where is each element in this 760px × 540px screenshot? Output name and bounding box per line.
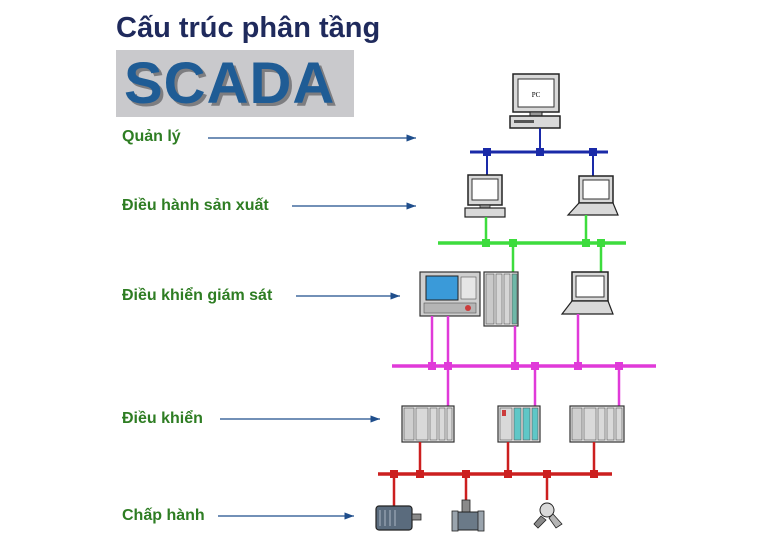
sensor-icon	[533, 502, 563, 529]
level-label-field: Chấp hành	[122, 507, 205, 524]
scada-logo: SCADA	[124, 51, 336, 116]
operator-panel-icon	[419, 271, 481, 317]
page-title: Cấu trúc phân tầng	[116, 12, 381, 44]
motor-icon	[375, 505, 422, 531]
pc-label: PC	[532, 91, 541, 99]
scada-logo-background	[116, 50, 354, 117]
level-label-control: Điều khiển	[122, 410, 203, 427]
pc-workstation-icon: PC	[509, 73, 561, 129]
plc-rack-icon	[569, 405, 625, 443]
plc-rack-icon	[483, 271, 519, 327]
valve-icon	[451, 499, 485, 532]
level-label-production: Điều hành sản xuất	[122, 197, 269, 214]
plc-rack-icon	[497, 405, 541, 443]
level-label-supervisory: Điều khiển giám sát	[122, 287, 273, 304]
laptop-icon	[566, 175, 619, 216]
laptop-icon	[560, 271, 614, 315]
plc-rack-icon	[401, 405, 455, 443]
level-label-management: Quản lý	[122, 128, 181, 145]
desktop-computer-icon	[464, 174, 506, 218]
